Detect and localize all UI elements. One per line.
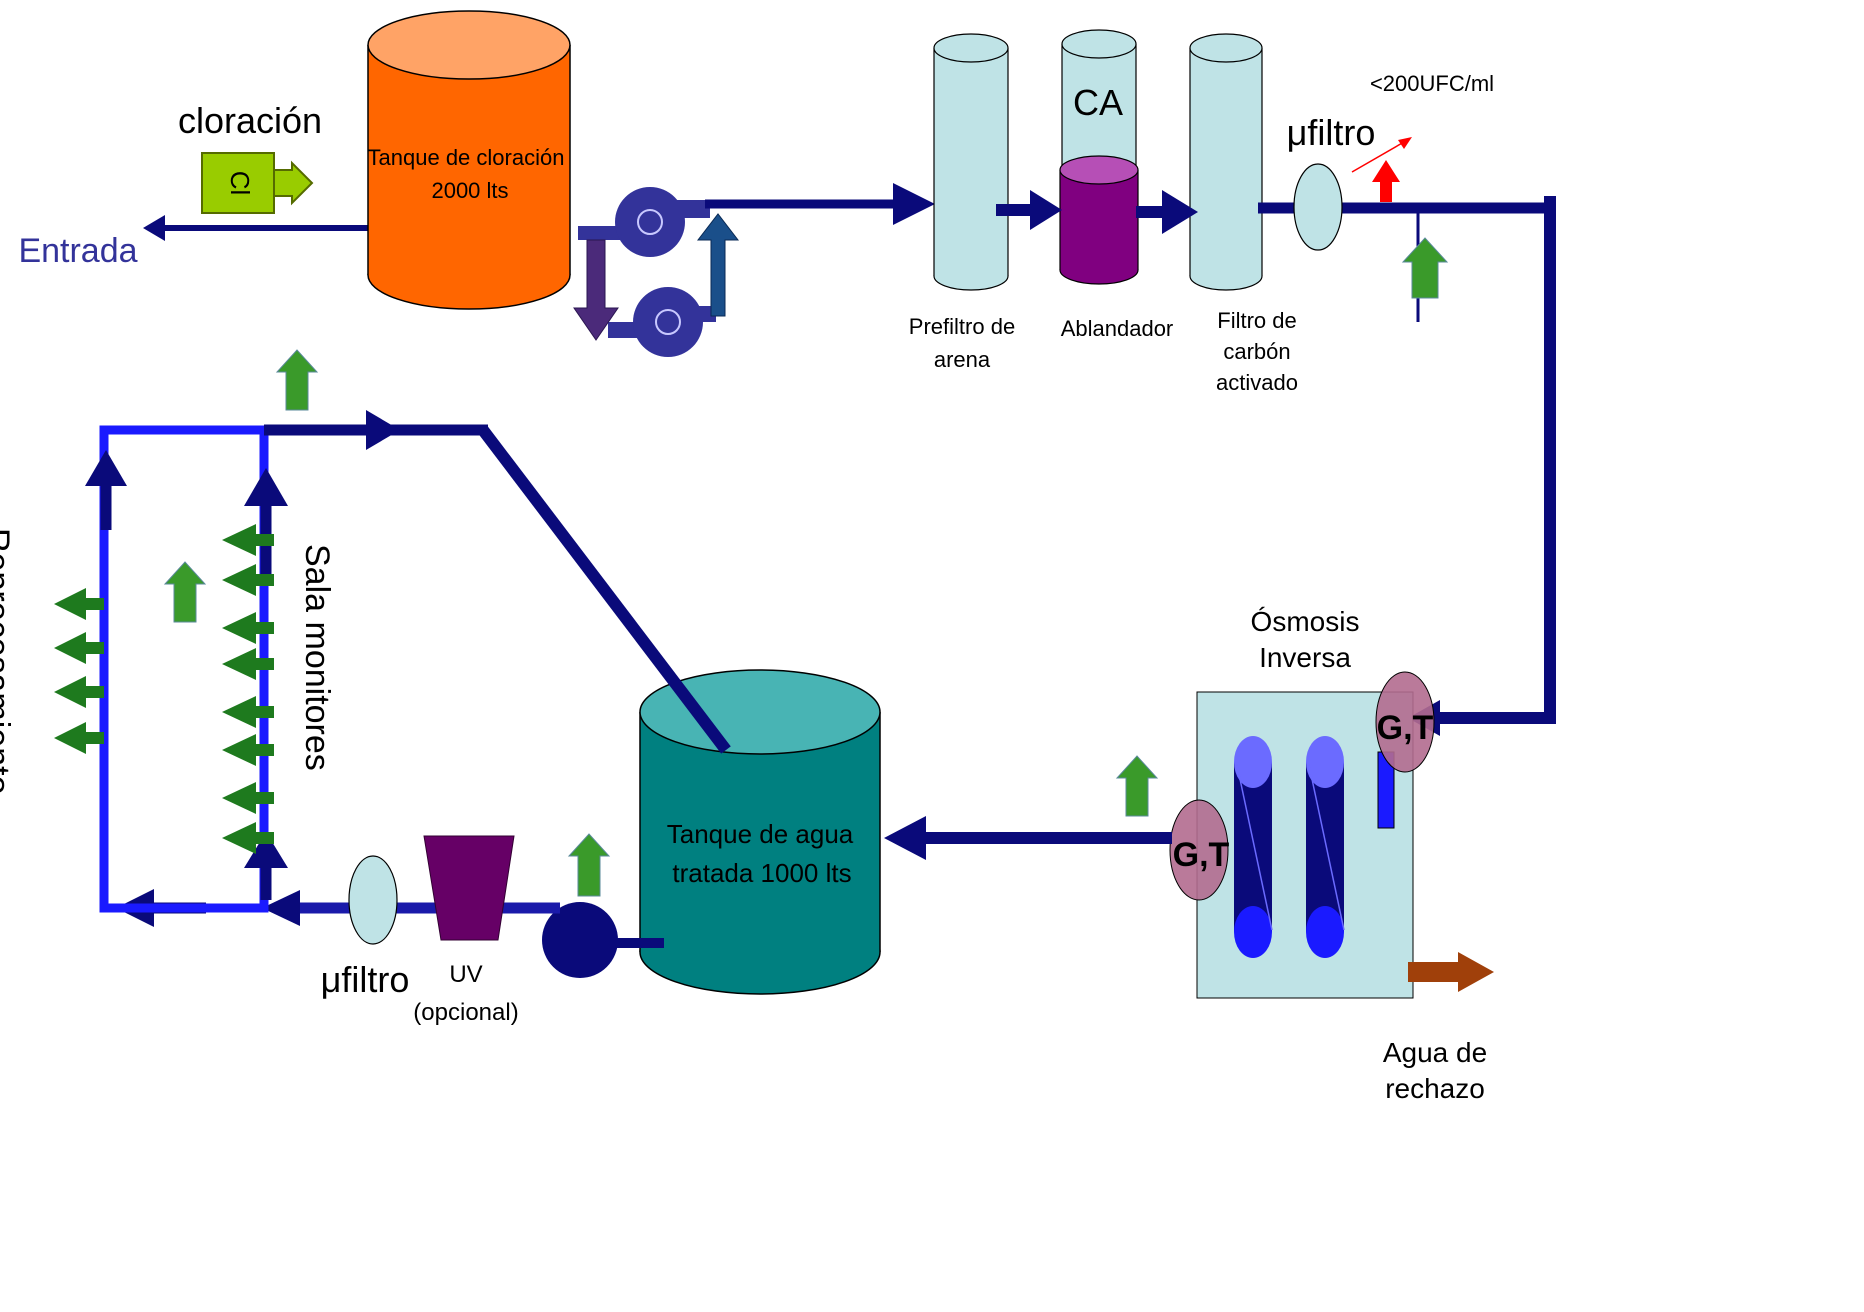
pump-up-arrow xyxy=(696,213,740,317)
softener xyxy=(1059,155,1139,285)
gt-sensor-bottom xyxy=(1169,799,1229,901)
sala-monitores-label: Sala monitores xyxy=(298,544,336,771)
uv-lamp xyxy=(423,835,515,941)
distribution-loop xyxy=(85,410,731,913)
treated-tank-label-1: Tanque de agua xyxy=(667,819,854,849)
green-arrow-icon xyxy=(567,833,611,897)
reprocesamiento-label: Reprocesamiento xyxy=(0,528,16,794)
rechazo-label-2: rechazo xyxy=(1385,1073,1485,1104)
outlet-arrow xyxy=(222,696,274,728)
uv-label-1: UV xyxy=(449,961,482,988)
prefiltro-label-1: Prefiltro de xyxy=(909,314,1015,339)
osmosis-label-2: Inversa xyxy=(1259,642,1351,673)
outlet-arrow xyxy=(222,822,274,854)
treated-water-tank xyxy=(639,669,881,995)
outlet-arrow xyxy=(222,648,274,680)
treated-tank-label-2: tratada 1000 lts xyxy=(672,858,851,888)
chlorine-symbol: Cl xyxy=(225,171,255,196)
outlet-arrow xyxy=(54,676,104,708)
chlorination-tank xyxy=(367,10,571,310)
sand-prefilter xyxy=(933,33,1009,291)
sala-outlets xyxy=(222,524,274,854)
chlorinator: Cl xyxy=(201,152,314,214)
reprocessing-outlets xyxy=(54,588,104,754)
outlet-arrow xyxy=(222,734,274,766)
gt-bottom-label: G,T xyxy=(1173,836,1230,874)
prefiltro-label-2: arena xyxy=(934,347,991,372)
chlorination-tank-label-1: Tanque de cloración xyxy=(368,145,565,170)
green-arrow-icon xyxy=(1401,237,1449,299)
green-arrow-icon xyxy=(275,349,319,411)
outlet-arrow xyxy=(222,612,274,644)
entrada-label: Entrada xyxy=(18,232,137,270)
filter-flow-arrows xyxy=(996,190,1198,234)
main-pipe-to-filters xyxy=(705,183,935,225)
microfilter-bottom-label: μfiltro xyxy=(321,959,410,1000)
chlorination-tank-label-2: 2000 lts xyxy=(431,178,508,203)
reject-arrow-icon xyxy=(1408,952,1494,992)
outlet-arrow xyxy=(54,588,104,620)
green-arrow-icon xyxy=(163,561,207,623)
ca-label: CA xyxy=(1073,82,1123,123)
cloracion-label: cloración xyxy=(178,100,322,141)
gt-top-label: G,T xyxy=(1377,709,1434,747)
green-arrow-icon xyxy=(1115,755,1159,817)
carbon-label-2: carbón xyxy=(1223,339,1290,364)
rechazo-label-1: Agua de xyxy=(1383,1037,1487,1068)
ca-column xyxy=(1061,29,1137,174)
water-treatment-diagram: Cl cloración Entrada Tanque de cloración… xyxy=(0,10,1556,1104)
pump-upper xyxy=(578,187,710,257)
gt-sensor-top xyxy=(1375,671,1435,773)
pipe-to-treated-tank xyxy=(884,816,1172,860)
outlet-arrow xyxy=(222,564,274,596)
carbon-label-3: activado xyxy=(1216,370,1298,395)
outlet-arrow xyxy=(222,782,274,814)
ufc-label: <200UFC/ml xyxy=(1370,71,1494,96)
return-pump xyxy=(542,902,664,978)
pump-down-arrow xyxy=(573,239,619,341)
reverse-osmosis-unit xyxy=(1196,691,1414,999)
red-indicator-line xyxy=(1351,137,1412,173)
outlet-arrow xyxy=(222,524,274,556)
uv-label-2: (opcional) xyxy=(413,999,518,1026)
carbon-filter xyxy=(1189,33,1263,291)
microfilter-top-label: μfiltro xyxy=(1287,112,1376,153)
outlet-arrow xyxy=(54,722,104,754)
microfilter-top xyxy=(1293,163,1343,251)
pump-lower xyxy=(608,287,716,357)
ablandador-label: Ablandador xyxy=(1061,316,1174,341)
osmosis-label-1: Ósmosis xyxy=(1251,606,1360,637)
red-arrow-icon xyxy=(1372,160,1400,202)
carbon-label-1: Filtro de xyxy=(1217,308,1296,333)
microfilter-bottom xyxy=(348,855,398,945)
outlet-arrow xyxy=(54,632,104,664)
